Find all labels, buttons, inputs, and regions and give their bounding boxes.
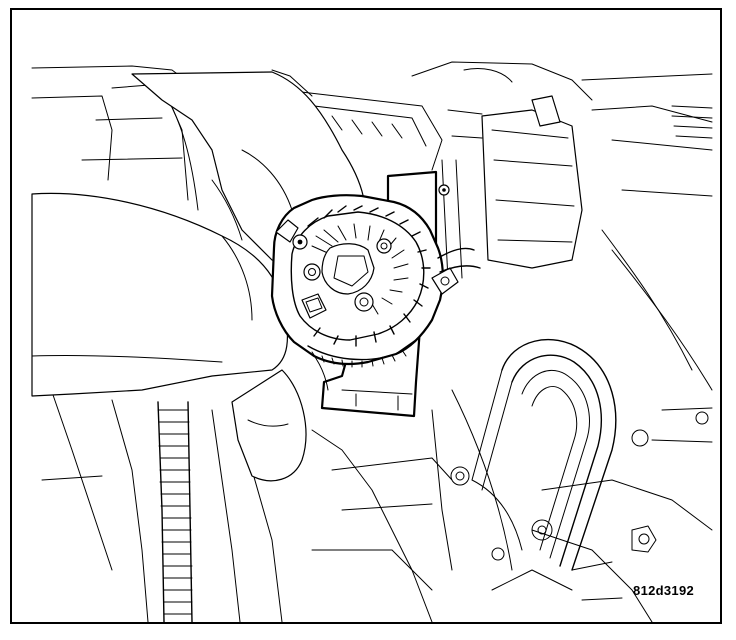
bracket-mount-icon	[438, 184, 450, 196]
hose-icon	[157, 401, 193, 622]
generator-icon	[270, 194, 481, 368]
figure-id-label: 812d3192	[633, 583, 694, 598]
belt-icon	[471, 338, 617, 571]
alternator-removal-illustration	[31, 61, 713, 622]
diagram-frame: 812d3192	[10, 8, 722, 624]
